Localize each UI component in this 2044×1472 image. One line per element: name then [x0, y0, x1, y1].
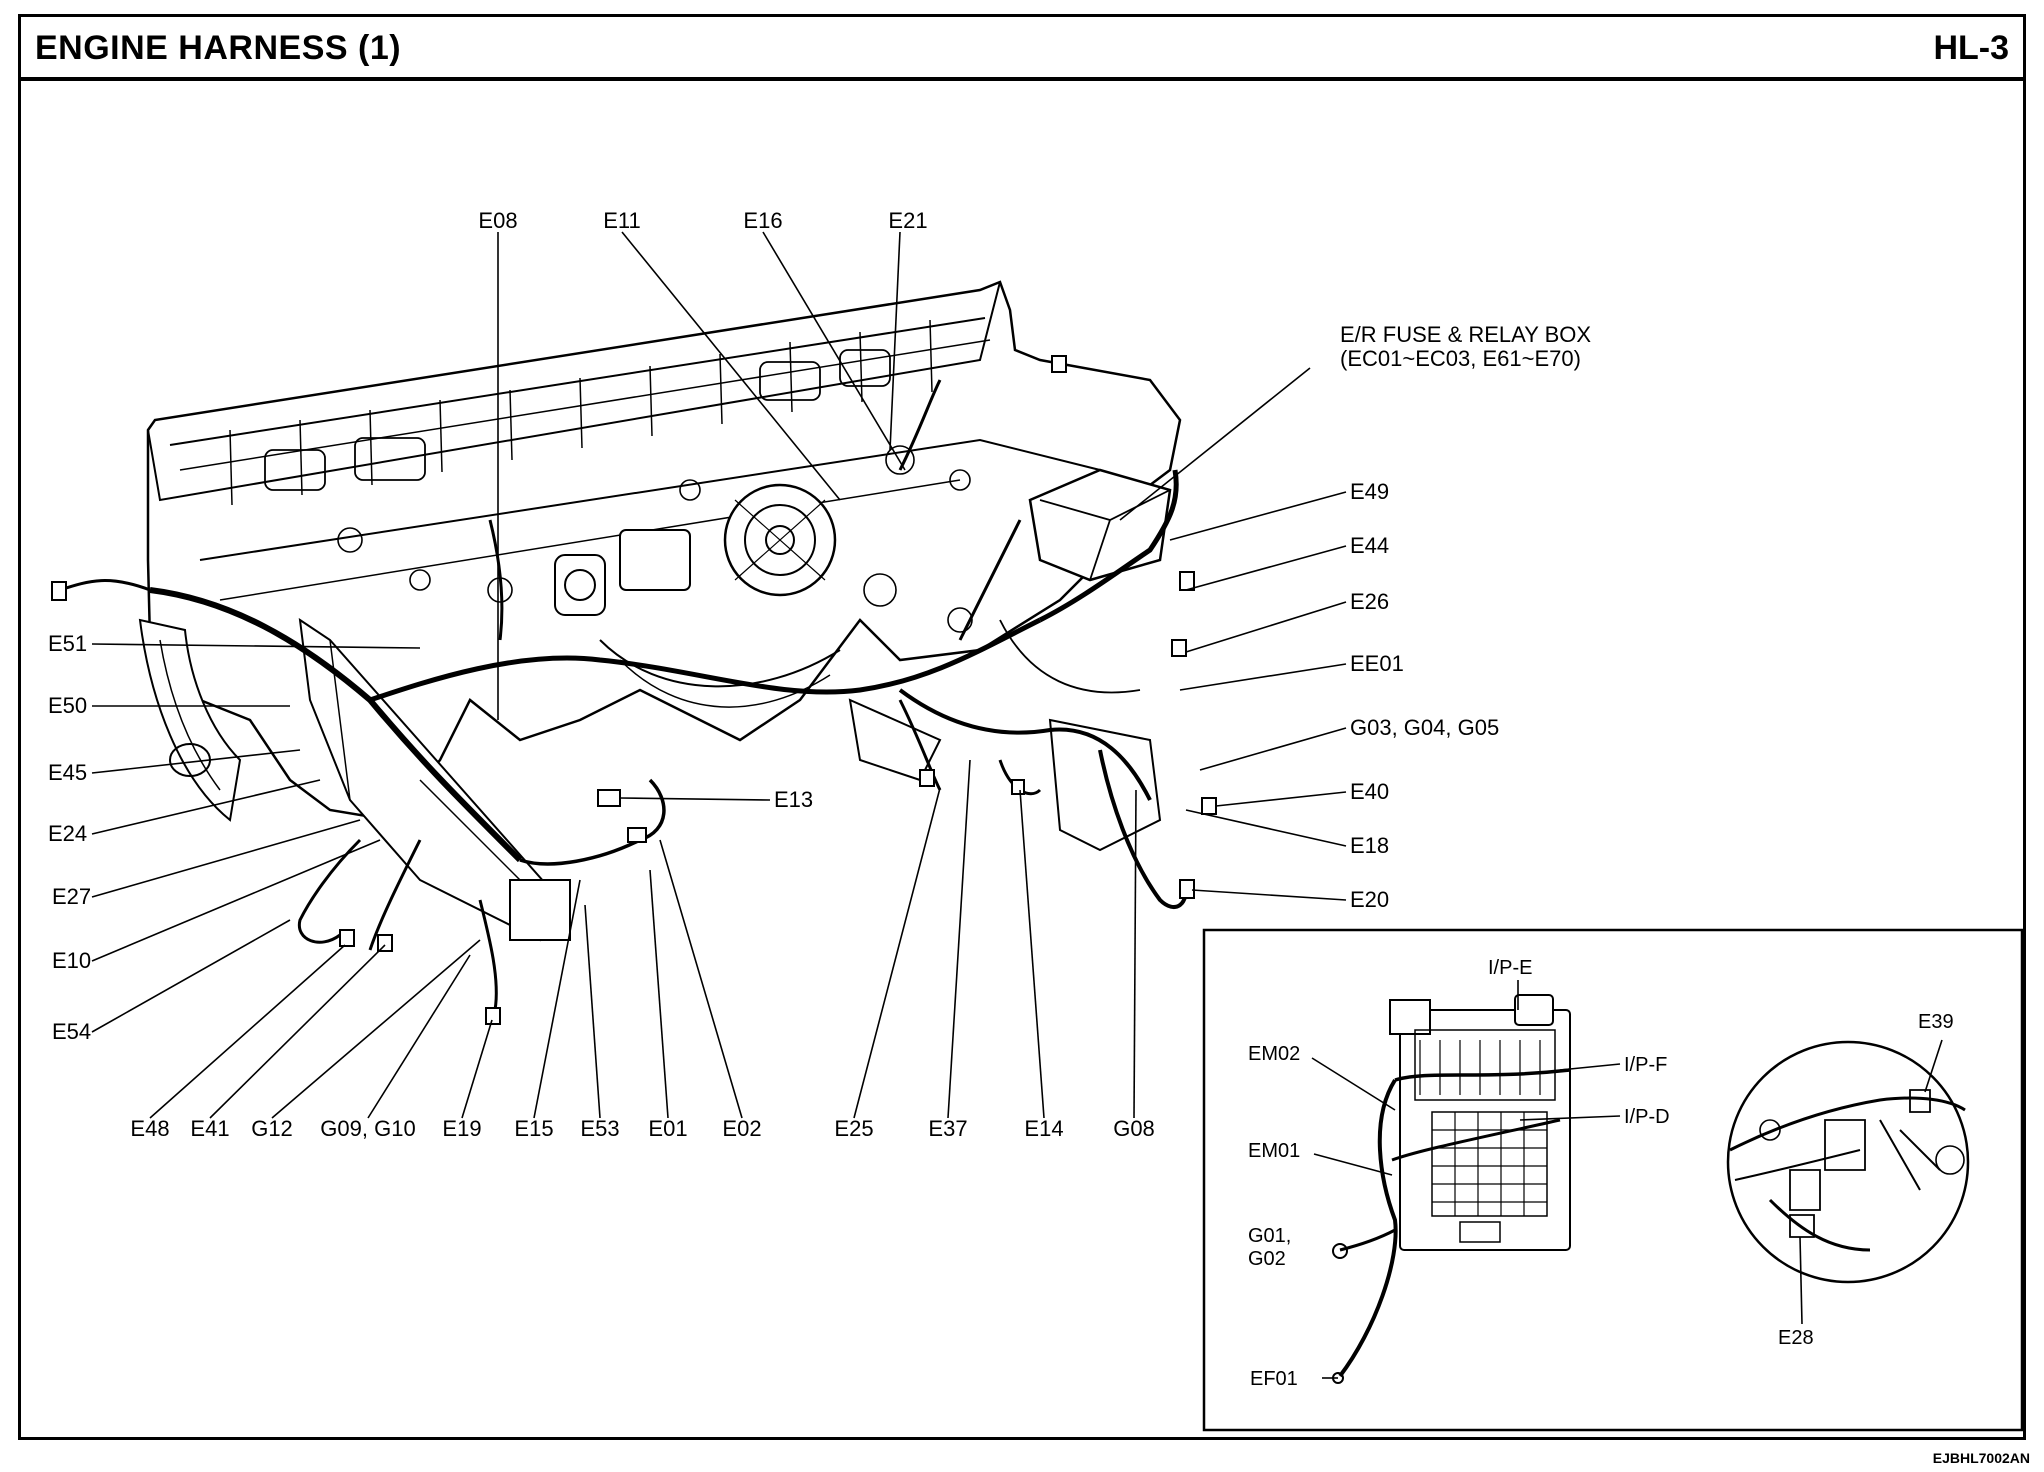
label-e18: E18	[1350, 833, 1389, 858]
label-e49: E49	[1350, 479, 1389, 504]
label-e28: E28	[1778, 1327, 1814, 1349]
label-e14: E14	[1024, 1116, 1063, 1141]
header-bar: ENGINE HARNESS (1) HL-3	[21, 17, 2023, 81]
diagram-frame: ENGINE HARNESS (1) HL-3	[18, 14, 2026, 1440]
leader-lines	[91, 231, 1347, 1119]
callout-labels: E08 E11 E16 E21 E/R FUSE & RELAY BOX (EC…	[48, 208, 1591, 1141]
label-e24: E24	[48, 821, 87, 846]
label-g02: G02	[1248, 1248, 1286, 1270]
label-g12: G12	[251, 1116, 293, 1141]
label-ip-f: I/P-F	[1624, 1054, 1667, 1076]
label-e27: E27	[52, 884, 91, 909]
label-e39: E39	[1918, 1011, 1954, 1033]
label-g08: G08	[1113, 1116, 1155, 1141]
label-g03-g04-g05: G03, G04, G05	[1350, 715, 1499, 740]
label-e26: E26	[1350, 589, 1389, 614]
label-e10: E10	[52, 948, 91, 973]
label-e15: E15	[514, 1116, 553, 1141]
label-e44: E44	[1350, 533, 1389, 558]
label-e48: E48	[130, 1116, 169, 1141]
label-e41: E41	[190, 1116, 229, 1141]
label-fuse-box-codes: (EC01~EC03, E61~E70)	[1340, 346, 1581, 371]
label-em02: EM02	[1248, 1043, 1300, 1065]
label-e54: E54	[52, 1019, 91, 1044]
label-fuse-box-title: E/R FUSE & RELAY BOX	[1340, 322, 1591, 347]
document-code: EJBHL7002AN	[1932, 1450, 2030, 1466]
label-ip-d: I/P-D	[1624, 1106, 1670, 1128]
page-title: ENGINE HARNESS (1)	[35, 29, 402, 67]
inset-leader-lines	[1311, 980, 1943, 1379]
page-code: HL-3	[1933, 29, 2009, 67]
label-e13: E13	[774, 787, 813, 812]
label-ip-e: I/P-E	[1488, 957, 1532, 979]
label-em01: EM01	[1248, 1140, 1300, 1162]
label-e11: E11	[603, 208, 641, 233]
inset-panel: I/P-E EM02 I/P-F I/P-D EM01 G01, G02 EF0…	[1202, 928, 2024, 1432]
label-e50: E50	[48, 693, 87, 718]
label-e21: E21	[888, 208, 927, 233]
label-g09-g10: G09, G10	[320, 1116, 415, 1141]
ip-junction-box-illustration	[1333, 995, 1570, 1383]
engine-bay-illustration	[52, 282, 1216, 1024]
label-ee01: EE01	[1350, 651, 1404, 676]
label-e20: E20	[1350, 887, 1389, 912]
label-e16: E16	[743, 208, 782, 233]
label-e53: E53	[580, 1116, 619, 1141]
label-e19: E19	[442, 1116, 481, 1141]
label-e08: E08	[478, 208, 517, 233]
label-ef01: EF01	[1250, 1368, 1298, 1390]
label-e02: E02	[722, 1116, 761, 1141]
label-g01: G01,	[1248, 1225, 1291, 1247]
e39-e28-detail-circle	[1728, 1042, 1968, 1282]
label-e51: E51	[48, 631, 87, 656]
label-e25: E25	[834, 1116, 873, 1141]
label-e37: E37	[928, 1116, 967, 1141]
label-e01: E01	[648, 1116, 687, 1141]
label-e45: E45	[48, 760, 87, 785]
label-e40: E40	[1350, 779, 1389, 804]
